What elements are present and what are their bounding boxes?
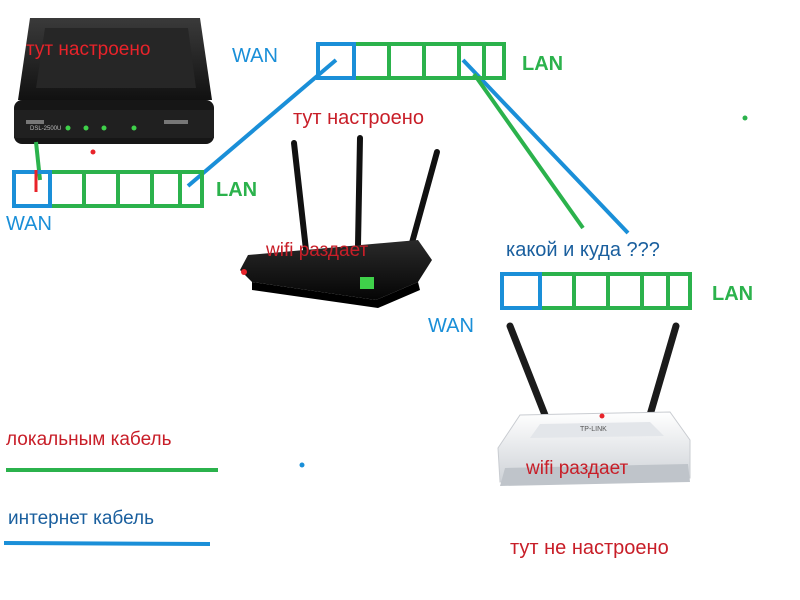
- red-dot: [599, 413, 605, 419]
- green-dot: [742, 115, 748, 121]
- legend-local-label: локальным кабель: [6, 429, 172, 450]
- left-wan-port: [12, 170, 52, 208]
- local-cable-to-second-router: [472, 72, 585, 230]
- right-port-row: [500, 272, 692, 310]
- black-wifi-router-image: [240, 135, 440, 308]
- wan-label-left: WAN: [6, 213, 52, 235]
- internet-cables: [186, 58, 630, 235]
- modem-brand-label: DSL-2500U: [30, 126, 62, 132]
- lan-label-right: LAN: [712, 283, 754, 305]
- modem-configured-label: тут настроено: [26, 39, 151, 60]
- lan-label-left: LAN: [216, 179, 258, 201]
- wifi-middle-label: wifi раздает: [266, 240, 369, 261]
- lan-label-top: LAN: [522, 53, 564, 75]
- right-wan-port: [500, 272, 542, 310]
- wan-label-top: WAN: [232, 45, 278, 67]
- blue-dot: [299, 462, 305, 468]
- legend-internet-line: [3, 541, 211, 546]
- red-dot: [90, 149, 96, 155]
- wan-label-right: WAN: [428, 315, 474, 337]
- question-label: какой и куда ???: [506, 239, 660, 261]
- top-port-row: [316, 42, 506, 80]
- internet-cable-modem-to-router: [186, 58, 338, 188]
- wifi-bottom-label: wifi раздает: [526, 458, 629, 479]
- internet-cable-to-second-router: [461, 58, 630, 235]
- left-port-row: [12, 170, 204, 208]
- adsl-modem-image: [14, 18, 214, 144]
- not-configured-label: тут не настроено: [510, 537, 669, 559]
- top-wan-port: [316, 42, 356, 80]
- white-tplink-router-image: [497, 322, 691, 486]
- router-configured-label: тут настроено: [293, 107, 424, 129]
- legend-internet-label: интернет кабель: [8, 508, 155, 529]
- tplink-brand-label: TP-LINK: [580, 426, 607, 433]
